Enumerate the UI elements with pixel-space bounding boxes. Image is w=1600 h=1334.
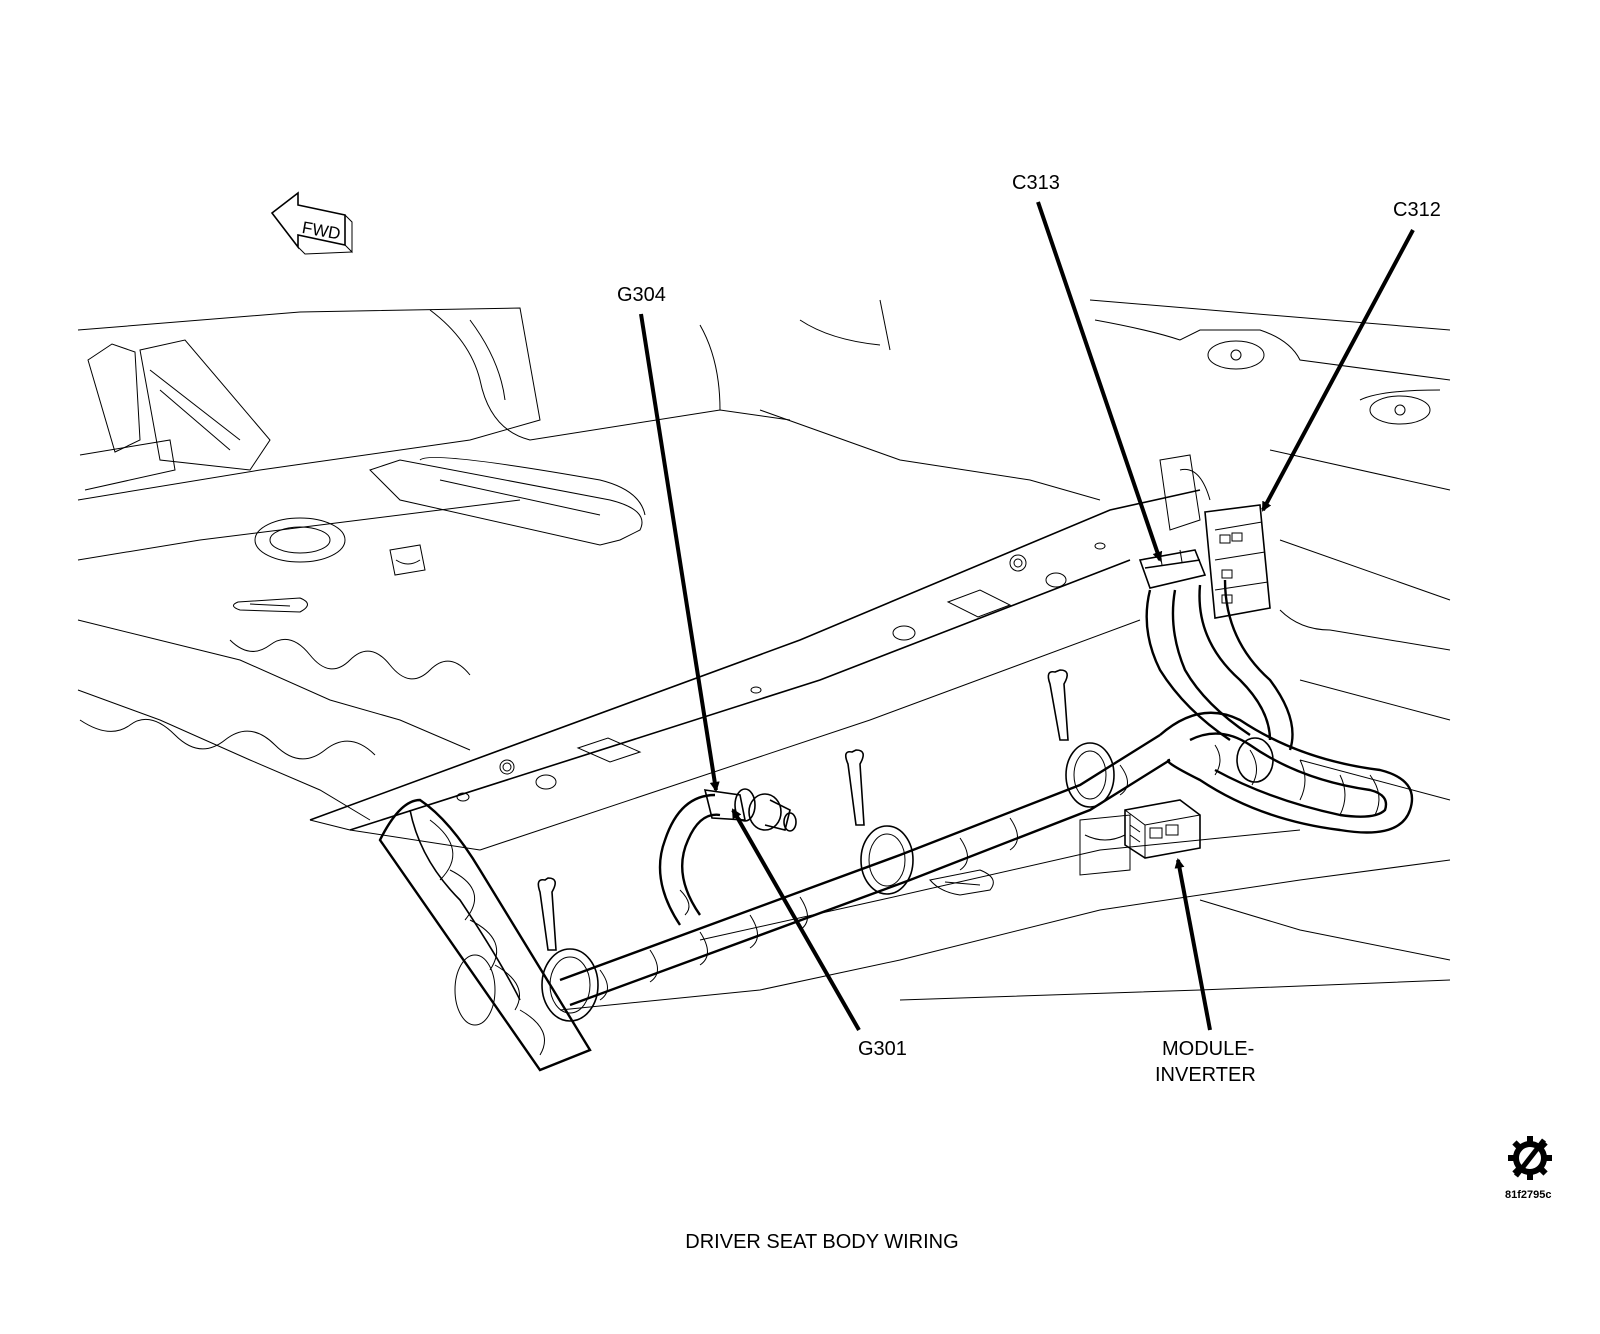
wiring-harness [537, 504, 1414, 1022]
module-inverter [1124, 799, 1201, 859]
leader-g301 [731, 808, 861, 1031]
label-g304: G304 [617, 284, 666, 306]
leader-lines [639, 201, 1415, 1031]
gear-slash-icon [1508, 1136, 1552, 1180]
label-module-inverter-line2: INVERTER [1155, 1064, 1256, 1086]
leader-c312 [1261, 229, 1415, 512]
label-c313: C313 [1012, 172, 1060, 194]
leader-module-inverter [1174, 858, 1212, 1031]
harness-clip [537, 877, 599, 1022]
harness-clip [1047, 669, 1115, 808]
label-module-inverter-line1: MODULE- [1162, 1038, 1254, 1060]
connector-c312 [1204, 504, 1271, 619]
leader-c313 [1036, 201, 1163, 562]
harness-clip [844, 749, 914, 895]
fwd-direction-arrow: FWD [270, 191, 353, 255]
leader-g304 [639, 313, 720, 792]
label-c312: C312 [1393, 199, 1441, 221]
label-g301: G301 [858, 1038, 907, 1060]
floor-pan-drawing [77, 299, 1451, 1072]
figure-code: 81f2795c [1505, 1189, 1552, 1201]
connector-c313 [1138, 549, 1207, 589]
diagram-title: DRIVER SEAT BODY WIRING [685, 1231, 958, 1253]
fwd-label: FWD [301, 218, 342, 243]
